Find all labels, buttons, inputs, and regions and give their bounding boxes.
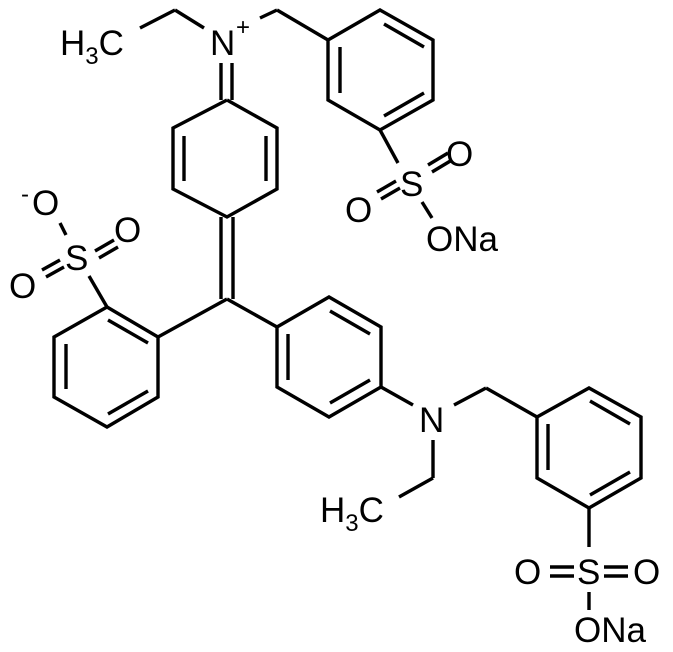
top-sulfonate-s: S: [400, 165, 423, 204]
top-nitrogen-charge: +: [236, 14, 250, 41]
bottom-sulfonate-bonds: [550, 508, 628, 610]
left-sulfonate-charge: -: [21, 181, 29, 208]
bottom-nitrogen-label: N: [419, 401, 444, 440]
bottom-sulfonate-s: S: [577, 553, 600, 592]
bottom-sulfonate-o-right: O: [633, 553, 660, 592]
top-ethyl-label: H3C: [60, 24, 124, 70]
top-sulfonate-labels: O S O ONa: [345, 135, 499, 259]
iminium-double-bond: [219, 63, 234, 100]
bottom-ethyl-c: C: [359, 491, 384, 530]
bottom-ethyl-subscript: 3: [345, 510, 358, 537]
left-sulfonate-o1: O: [114, 211, 141, 250]
top-benzyl-ring: [326, 8, 435, 132]
left-sulfonate-s: S: [65, 239, 88, 278]
left-sulfophenyl-ring: [52, 305, 160, 429]
amine-bonds: [380, 385, 538, 499]
para-aminophenyl-ring: [275, 295, 383, 419]
bottom-sulfonate-labels: O S O ONa: [514, 553, 660, 650]
top-sulfonate-ona: ONa: [426, 220, 499, 259]
svg-text:H3C: H3C: [320, 491, 384, 537]
bottom-ethyl-label: H3C: [320, 491, 384, 537]
central-carbon-bonds: [157, 297, 278, 339]
top-ethyl-subscript: 3: [85, 43, 98, 70]
left-sulfonate-ominus: O: [32, 184, 59, 223]
top-ethyl-group: [139, 8, 205, 30]
top-ethyl-h: H: [60, 24, 85, 63]
left-sulfonate-bonds: [41, 222, 119, 308]
bottom-sulfonate-o-left: O: [514, 553, 541, 592]
top-sulfonate-o1: O: [446, 135, 473, 174]
top-sulfonate-bonds: [376, 129, 453, 219]
left-sulfonate-o2: O: [9, 267, 36, 306]
left-sulfonate-labels: - O S O O: [9, 181, 141, 306]
svg-text:H3C: H3C: [60, 24, 124, 70]
top-nitrogen: N: [210, 24, 235, 63]
top-nitrogen-label: N +: [210, 14, 250, 63]
central-double-bond: [219, 217, 235, 299]
quinoid-ring: [171, 98, 279, 219]
bottom-nitrogen: N: [419, 401, 444, 440]
bottom-sulfonate-ona: ONa: [574, 611, 647, 650]
bottom-ethyl-h: H: [320, 491, 345, 530]
top-n-benzyl-bond: [259, 8, 329, 42]
top-sulfonate-o2: O: [345, 191, 372, 230]
bottom-benzyl-ring: [535, 386, 643, 510]
top-ethyl-c: C: [99, 24, 124, 63]
